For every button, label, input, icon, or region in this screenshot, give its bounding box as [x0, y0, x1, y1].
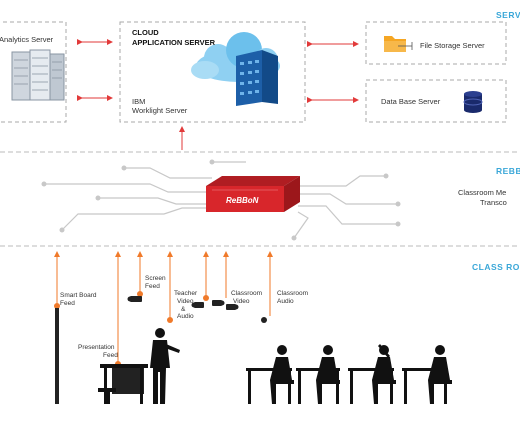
server-rack-icon — [11, 49, 65, 101]
teacher-label-3: & — [181, 306, 186, 313]
section-title-classroom: CLASS ROO — [472, 262, 520, 272]
screen-feed-node — [137, 291, 143, 297]
screen-feed-label-1: Screen — [145, 275, 166, 282]
worklight-label: Worklight Server — [132, 106, 188, 115]
rebbon-caption-line2: Transco — [480, 198, 507, 207]
teacher-video-node — [167, 317, 173, 323]
section-title-servers: SERVE — [496, 10, 520, 20]
section-title-rebbon: REBBO — [496, 166, 520, 176]
classroom-video-label-1: Classroom — [231, 290, 263, 297]
classroom-video-node — [203, 295, 209, 301]
folder-icon — [384, 36, 413, 52]
classroom-audio-label-1: Classroom — [277, 290, 309, 297]
analytics-server-box — [0, 21, 67, 123]
presentation-desk — [98, 364, 148, 404]
analytics-server-label: Analytics Server — [0, 35, 54, 44]
classroom-audio-label-2: Audio — [277, 298, 294, 305]
rebbon-device — [206, 176, 300, 212]
students-silhouette — [246, 344, 452, 404]
building-icon — [236, 50, 278, 106]
teacher-label-4: Audio — [177, 313, 194, 320]
smart-board-node — [54, 303, 60, 309]
classroom-video-label-2: Video — [233, 298, 250, 305]
cloud-server-box — [119, 21, 306, 123]
teacher-label-1: Teacher — [174, 290, 198, 297]
database-icon — [463, 91, 483, 113]
screen-feed-label-2: Feed — [145, 283, 160, 290]
cloud-subtitle: APPLICATION SERVER — [132, 38, 216, 47]
circuit-traces — [44, 161, 398, 239]
teacher-silhouette — [150, 328, 180, 404]
smart-board-label-1: Smart Board — [60, 292, 97, 299]
rebbon-logo: ReBBoN — [226, 196, 259, 205]
presentation-label-2: Feed — [103, 352, 118, 359]
circuit-nodes — [41, 159, 401, 241]
smart-board — [55, 308, 59, 404]
teacher-label-2: Video — [177, 298, 194, 305]
camera-icon — [127, 296, 267, 323]
database-box — [365, 79, 507, 123]
file-storage-label: File Storage Server — [420, 41, 485, 50]
presentation-label-1: Presentation — [78, 344, 115, 351]
ibm-label: IBM — [132, 97, 146, 106]
cloud-title: CLOUD — [132, 28, 159, 37]
file-storage-box — [365, 21, 507, 65]
rebbon-caption-line1: Classroom Me — [458, 188, 507, 197]
smart-board-label-2: Feed — [60, 300, 75, 307]
database-label: Data Base Server — [381, 97, 441, 106]
